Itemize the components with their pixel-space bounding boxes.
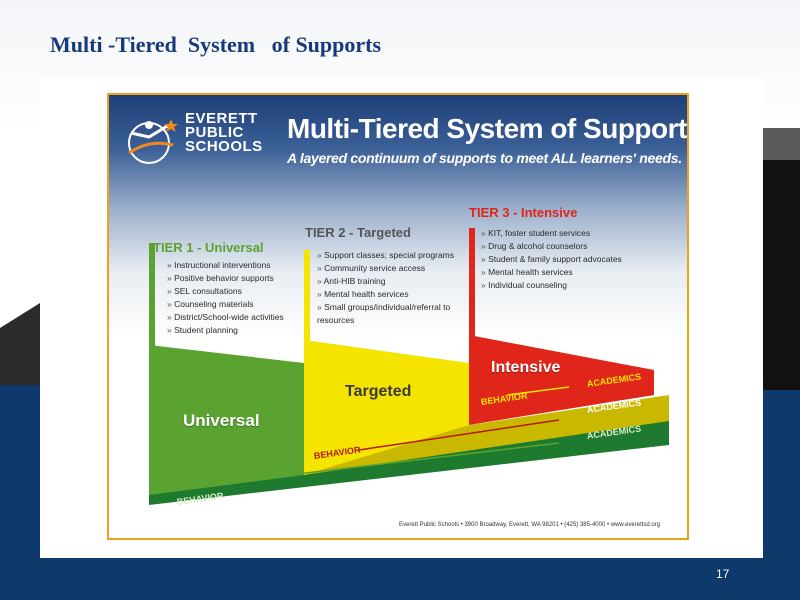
tier3-item: Mental health services: [481, 266, 651, 279]
tier3-level-label: Intensive: [491, 359, 561, 376]
tier2-stripe: [304, 395, 669, 475]
mtss-graphic: [128, 119, 669, 505]
tier2-item: Support classes; special programs: [317, 249, 467, 262]
tier3-block: [469, 335, 654, 425]
logo-line-1: EVERETT: [185, 110, 258, 127]
page-number: 17: [716, 567, 730, 581]
mtss-poster: EVERETT PUBLIC SCHOOLS Multi-Tiered Syst…: [107, 93, 689, 540]
tier1-column: [149, 243, 155, 347]
tier3-title: TIER 3 - Intensive: [469, 205, 578, 220]
tier1-block: [149, 345, 304, 495]
logo-line-2: PUBLIC: [185, 124, 244, 141]
slide-title: Multi -Tiered System of Supports: [50, 32, 382, 57]
school-logo-text: EVERETT PUBLIC SCHOOLS: [185, 110, 263, 155]
tier3-item: Student & family support advocates: [481, 253, 651, 266]
tier3-item: KIT, foster student services: [481, 227, 651, 240]
tier1-item: SEL consultations: [167, 285, 307, 298]
tier1-list: Instructional interventions Positive beh…: [167, 259, 307, 337]
tier2-item: Community service access: [317, 262, 467, 275]
poster-title: Multi-Tiered System of Supports: [287, 113, 689, 144]
tier3-item: Individual counseling: [481, 279, 651, 292]
school-logo-icon: [128, 119, 178, 164]
tier3-column: [469, 228, 475, 337]
tier1-item: Positive behavior supports: [167, 272, 307, 285]
tier2-level-label: Targeted: [345, 383, 412, 400]
tier1-item: District/School-wide activities: [167, 311, 307, 324]
tier1-level-label: Universal: [183, 411, 260, 430]
tier2-arrow: [358, 419, 560, 451]
tier1-item: Student planning: [167, 324, 307, 337]
tier1-item: Counseling materials: [167, 298, 307, 311]
tier1-arrow: [288, 442, 560, 476]
tier3-list: KIT, foster student services Drug & alco…: [481, 227, 651, 292]
tier2-item: Anti-HIB training: [317, 275, 467, 288]
tier1-stripe: [149, 420, 669, 505]
poster-subtitle: A layered continuum of supports to meet …: [287, 150, 682, 166]
tier2-item: Small groups/individual/referral to reso…: [317, 301, 467, 327]
tier2-block: [304, 340, 469, 475]
tier1-title: TIER 1 - Universal: [153, 240, 264, 255]
tier3-arrow: [506, 386, 570, 396]
tier1-item: Instructional interventions: [167, 259, 307, 272]
poster-footer: Everett Public Schools • 3900 Broadway, …: [399, 522, 661, 528]
tier2-list: Support classes; special programs Commun…: [317, 249, 467, 327]
logo-line-3: SCHOOLS: [185, 138, 263, 155]
tier2-item: Mental health services: [317, 288, 467, 301]
tier3-item: Drug & alcohol counselors: [481, 240, 651, 253]
tier2-title: TIER 2 - Targeted: [305, 225, 411, 240]
tier2-column: [304, 250, 310, 342]
